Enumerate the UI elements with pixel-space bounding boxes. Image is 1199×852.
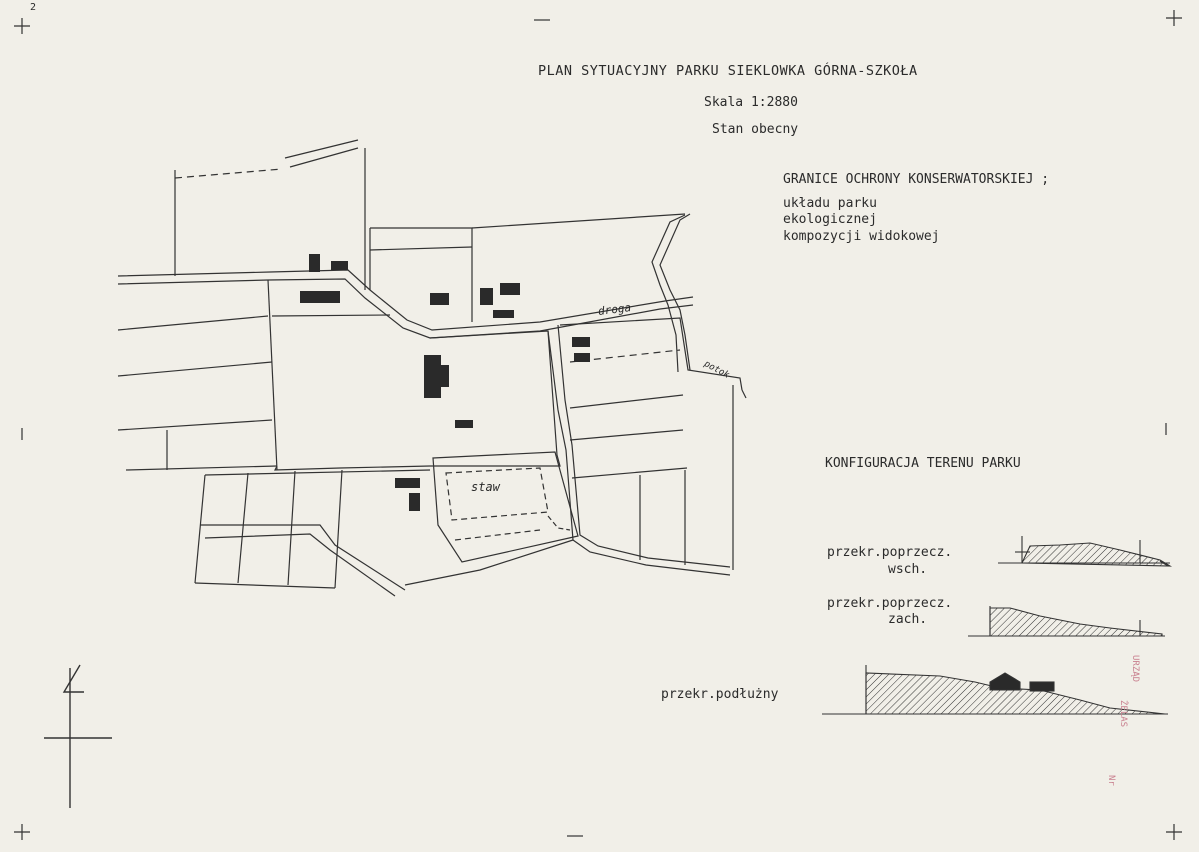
legend-item: kompozycji widokowej [783,229,940,244]
corner-mark: 2 [30,2,37,13]
building [500,283,520,295]
section-label: przekr.poprzecz. [827,545,953,560]
building [493,310,514,318]
building [395,478,420,488]
pond-label: staw [471,480,500,494]
legend-heading: GRANICE OCHRONY KONSERWATORSKIEJ ; [783,172,1050,187]
legend-item: układu parku [783,196,877,211]
map-title: PLAN SYTUACYJNY PARKU SIEKLOWKA GÓRNA-SZ… [538,63,918,79]
terrain-section-longitudinal [822,665,1168,715]
terrain-section-west [968,606,1165,637]
building [300,291,340,303]
cross-section-building [1029,681,1055,692]
north-arrow [44,664,112,808]
legend-item: ekologicznej [783,212,877,227]
building [574,353,590,362]
section-label: zach. [888,612,928,627]
building [424,355,441,398]
building [309,254,320,272]
building [437,365,449,387]
building [331,261,348,270]
section-label: wsch. [888,562,928,577]
building [455,420,473,428]
buildings [300,254,590,511]
building [430,293,449,305]
map-scale: Skala 1:2880 [704,95,798,110]
building [409,493,420,511]
terrain-heading: KONFIGURACJA TERENU PARKU [825,456,1021,471]
stamp-text: ŻELAS [1118,700,1128,728]
registration-marks [14,10,1182,840]
section-label: przekr.podłużny [661,687,779,702]
cross-section-building [989,672,1021,691]
stamp-text: URZĄD [1130,655,1140,683]
building [480,288,493,305]
building [572,337,590,347]
section-label: przekr.poprzecz. [827,596,953,611]
archive-stamp: URZĄD ŻELAS Nr [1090,655,1150,800]
map-linework [117,139,747,597]
stamp-text: Nr [1106,775,1116,786]
map-state: Stan obecny [712,122,799,137]
terrain-section-east [998,536,1173,567]
